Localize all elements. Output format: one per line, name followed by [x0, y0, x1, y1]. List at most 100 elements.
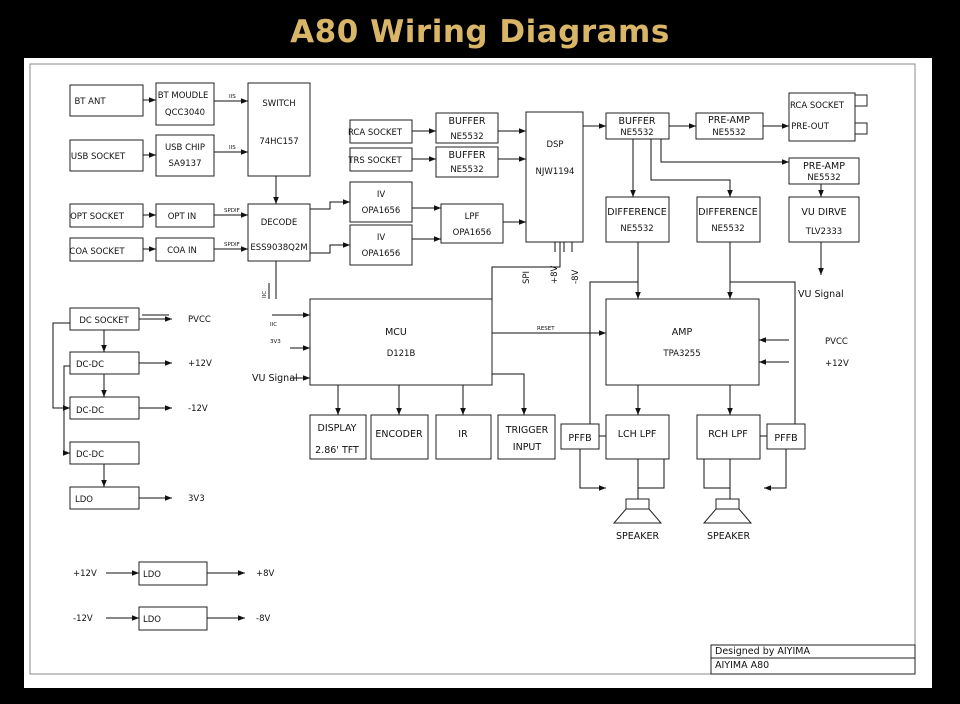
iv-label-1: IV: [377, 190, 386, 200]
pffb-block-left: [560, 423, 600, 450]
wiring-diagram: BT ANT USB SOCKET OPT SOCKET COA SOCKET …: [29, 63, 916, 675]
ldo-label-minus8: LDO: [143, 615, 161, 625]
dsp-part: NJW1194: [536, 167, 575, 177]
buffer-label-3: BUFFER: [618, 116, 655, 127]
lpf-block: [440, 203, 504, 244]
iv-block-1: [349, 181, 413, 223]
dc-dc-label-3: DC-DC: [76, 450, 104, 460]
pre-amp-label-2: PRE-AMP: [803, 161, 845, 172]
dc-dc-label-2: DC-DC: [76, 406, 104, 416]
minus12v-label: -12V: [188, 404, 208, 414]
ldo-in-minus12v-label: -12V: [73, 614, 93, 624]
decode-part: ESS9038Q2M: [250, 243, 307, 253]
amp-label: AMP: [672, 327, 693, 338]
lpf-label: LPF: [465, 212, 480, 222]
decode-label: DECODE: [261, 218, 297, 228]
opt-in-label: OPT IN: [168, 212, 197, 222]
rca-socket-out-label: RCA SOCKET: [790, 101, 845, 111]
buffer-part-3: NE5532: [620, 128, 653, 138]
lch-lpf-block: [605, 414, 670, 460]
usb-socket-label: USB SOCKET: [71, 152, 126, 162]
lpf-part: OPA1656: [453, 228, 492, 238]
mcu-block: [309, 298, 493, 386]
pffb-label-right: PFFB: [774, 433, 797, 444]
bt-module-block: [155, 82, 215, 126]
bt-module-label: BT MOUDLE: [158, 91, 209, 101]
buffer-block-2: [435, 146, 499, 178]
mcu-label: MCU: [385, 327, 407, 338]
designer-label: Designed by AIYIMA: [715, 646, 810, 657]
i2s-label-2: IIS: [229, 145, 236, 151]
dsp-label: DSP: [546, 140, 563, 150]
pre-amp-block-1: [695, 112, 764, 140]
pre-out-label: PRE-OUT: [791, 122, 830, 132]
usb-socket-block: [69, 139, 144, 172]
difference-label-2: DIFFERENCE: [698, 207, 757, 218]
opt-socket-label: OPT SOCKET: [70, 212, 125, 222]
ldo-label-plus8: LDO: [143, 570, 161, 580]
bt-ant-label: BT ANT: [74, 97, 106, 107]
encoder-label: ENCODER: [375, 429, 423, 440]
iic-label-decode: IIC: [262, 291, 268, 298]
mcu-part: D121B: [387, 349, 416, 359]
usb-chip-part: SA9137: [169, 159, 202, 169]
pffb-label-left: PFFB: [568, 433, 591, 444]
trs-socket-label: TRS SOCKET: [347, 156, 402, 166]
buffer-label-2: BUFFER: [448, 150, 485, 161]
speaker-label-left: SPEAKER: [616, 531, 659, 542]
vu-drive-part: TLV2333: [805, 227, 842, 237]
reset-label: RESET: [537, 326, 555, 332]
spdif-label-1: SPDIF: [224, 208, 240, 214]
ir-block: [435, 414, 492, 460]
trigger-input-label: INPUT: [513, 442, 542, 453]
switch-block: [247, 82, 311, 177]
title-block: [710, 644, 916, 675]
switch-part: 74HC157: [259, 137, 298, 147]
plus8v-dsp-label: +8V: [550, 265, 560, 284]
ir-label: IR: [458, 429, 468, 440]
difference-part-1: NE5532: [620, 224, 653, 234]
pre-amp-label-1: PRE-AMP: [708, 115, 750, 126]
minus8v-dsp-label: -8V: [571, 270, 581, 284]
dsp-block: [525, 111, 584, 243]
buffer-label-1: BUFFER: [448, 116, 485, 127]
coa-in-label: COA IN: [167, 246, 197, 256]
amp-part: TPA3255: [662, 349, 700, 359]
display-label: DISPLAY: [318, 423, 357, 434]
vu-drive-label: VU DIRVE: [801, 207, 846, 218]
iv-label-2: IV: [377, 233, 386, 243]
usb-chip-block: [155, 134, 215, 177]
v33-label: 3V3: [188, 494, 205, 504]
speaker-label-right: SPEAKER: [707, 531, 750, 542]
pre-amp-block-2: [788, 157, 860, 185]
model-label: AIYIMA A80: [715, 660, 769, 671]
pre-amp-part-2: NE5532: [807, 173, 840, 183]
rch-lpf-label: RCH LPF: [708, 429, 747, 440]
display-block: [309, 414, 367, 460]
page-title: A80 Wiring Diagrams: [290, 14, 670, 50]
rca-socket-in-label: RCA SOCKET: [348, 128, 403, 138]
iv-block-2: [349, 224, 413, 266]
usb-chip-label: USB CHIP: [165, 143, 205, 153]
bt-module-chip: QCC3040: [165, 108, 205, 118]
dc-socket-label: DC SOCKET: [79, 316, 129, 326]
difference-part-2: NE5532: [711, 224, 744, 234]
plus12v-label: +12V: [188, 359, 212, 369]
pvcc-amp-label: PVCC: [825, 337, 848, 347]
lch-lpf-label: LCH LPF: [618, 429, 657, 440]
ldo-out-minus8v-label: -8V: [256, 614, 270, 624]
iv-part-2: OPA1656: [362, 249, 401, 259]
vu-signal-out-label: VU Signal: [798, 289, 844, 300]
display-size: 2.86' TFT: [315, 445, 359, 456]
speaker-right-icon: [715, 498, 740, 510]
trigger-input-block: [497, 414, 556, 460]
ldo-out-plus8v-label: +8V: [256, 569, 275, 579]
wiring-diagram-sheet: BT ANT USB SOCKET OPT SOCKET COA SOCKET …: [24, 58, 932, 688]
buffer-block-3: [605, 112, 670, 140]
coa-socket-label: COA SOCKET: [69, 247, 125, 257]
difference-label-1: DIFFERENCE: [607, 207, 666, 218]
vu-drive-block: [788, 196, 860, 243]
encoder-block: [370, 414, 429, 460]
ldo-label-main: LDO: [75, 495, 93, 505]
buffer-part-1: NE5532: [450, 132, 483, 142]
